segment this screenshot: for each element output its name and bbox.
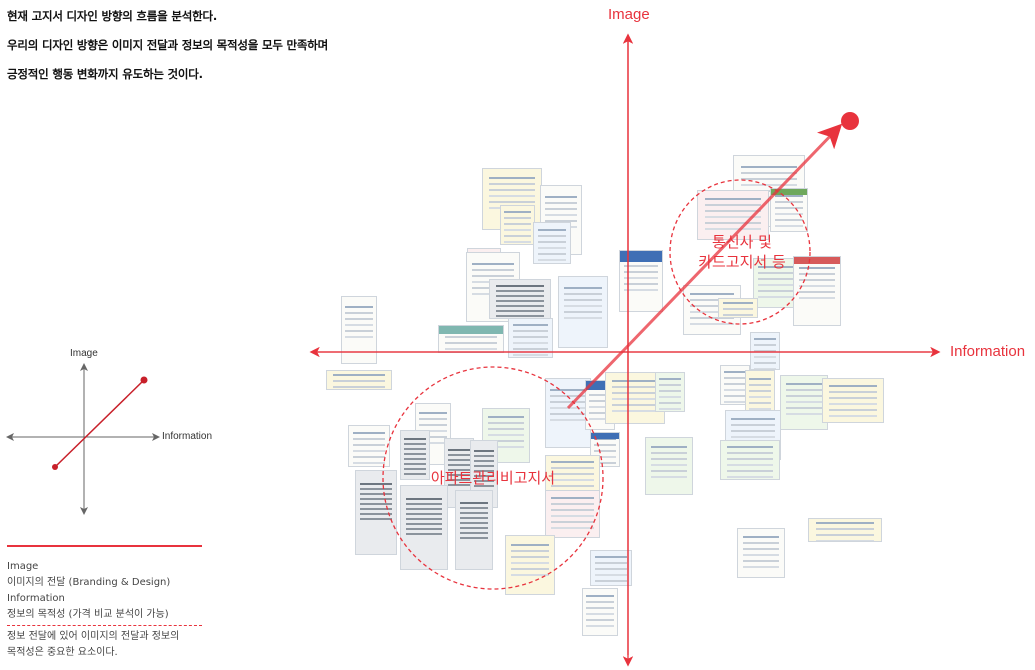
bill-thumbnail — [582, 588, 618, 636]
legend-info-title: Information — [7, 593, 65, 604]
telecom-label-line-2: 카드고지서 등 — [698, 253, 786, 271]
bill-thumbnail — [753, 258, 799, 308]
bill-thumbnail — [341, 296, 377, 364]
telecom-label-line-1: 통신사 및 — [712, 233, 772, 251]
main-y-axis-label: Image — [608, 6, 650, 23]
bill-thumbnail — [400, 430, 430, 480]
telecom-cluster-circle — [669, 179, 811, 325]
intro-line-3: 긍정적인 행동 변화까지 유도하는 것이다. — [7, 67, 203, 81]
intro-line-1: 현재 고지서 디자인 방향의 흐름을 분석한다. — [7, 9, 218, 23]
mini-x-axis-label: Information — [162, 431, 213, 442]
legend-info-desc: 정보의 목적성 (가격 비교 분석이 가능) — [7, 609, 169, 620]
bill-thumbnail — [489, 279, 551, 319]
bill-thumbnail — [720, 440, 780, 480]
bill-thumbnail — [505, 535, 555, 595]
bill-thumbnail — [545, 378, 591, 448]
bill-thumbnail — [822, 378, 884, 423]
intro-line-2: 우리의 디자인 방향은 이미지 전달과 정보의 목적성을 모두 만족하며 — [7, 38, 329, 52]
bill-thumbnail — [533, 222, 571, 264]
bill-thumbnail — [645, 437, 693, 495]
mini-start-dot — [52, 464, 58, 470]
legend-dashed-divider — [7, 625, 202, 626]
bill-thumbnail — [348, 425, 390, 467]
bill-thumbnail — [438, 325, 504, 353]
legend-image-desc: 이미지의 전달 (Branding & Design) — [7, 577, 171, 588]
mini-trend-line — [54, 379, 145, 468]
intro-text: 현재 고지서 디자인 방향의 흐름을 분석한다. 우리의 디자인 방향은 이미지… — [7, 5, 527, 92]
telecom-cluster-label: 통신사 및 카드고지서 등 — [672, 232, 812, 272]
target-dot — [841, 112, 859, 130]
bill-thumbnail — [655, 372, 685, 412]
bill-thumbnail — [545, 490, 600, 538]
legend-summary-line-2: 목적성은 중요한 요소이다. — [7, 647, 118, 658]
legend-image-title: Image — [7, 561, 39, 572]
trend-arrow — [566, 123, 843, 410]
bill-thumbnail — [500, 205, 535, 245]
mini-end-dot — [140, 376, 148, 384]
bill-thumbnail — [697, 190, 769, 240]
bill-thumbnail — [737, 528, 785, 578]
bill-thumbnail — [590, 550, 632, 586]
main-x-axis-label: Information — [950, 343, 1026, 360]
bill-thumbnail — [400, 485, 448, 570]
bill-thumbnail — [770, 188, 808, 232]
bill-thumbnail — [508, 318, 553, 358]
bill-thumbnail — [808, 518, 882, 542]
apartment-cluster-label: 아파트관리비고지서 — [430, 469, 556, 487]
bill-thumbnail — [455, 490, 493, 570]
legend: Image 이미지의 전달 (Branding & Design) Inform… — [7, 545, 202, 661]
legend-rule — [7, 545, 202, 547]
bill-thumbnail — [718, 298, 758, 318]
bill-thumbnail — [793, 256, 841, 326]
bill-thumbnail — [482, 408, 530, 463]
apartment-cluster-circle — [382, 366, 604, 590]
mini-y-axis-label: Image — [70, 348, 98, 359]
bill-thumbnail — [355, 470, 397, 555]
bill-thumbnail — [619, 250, 663, 312]
legend-summary-line-1: 정보 전달에 있어 이미지의 전달과 정보의 — [7, 631, 180, 642]
bill-thumbnail — [780, 375, 828, 430]
bill-thumbnail — [558, 276, 608, 348]
bill-thumbnail — [326, 370, 392, 390]
bill-thumbnail — [750, 332, 780, 370]
